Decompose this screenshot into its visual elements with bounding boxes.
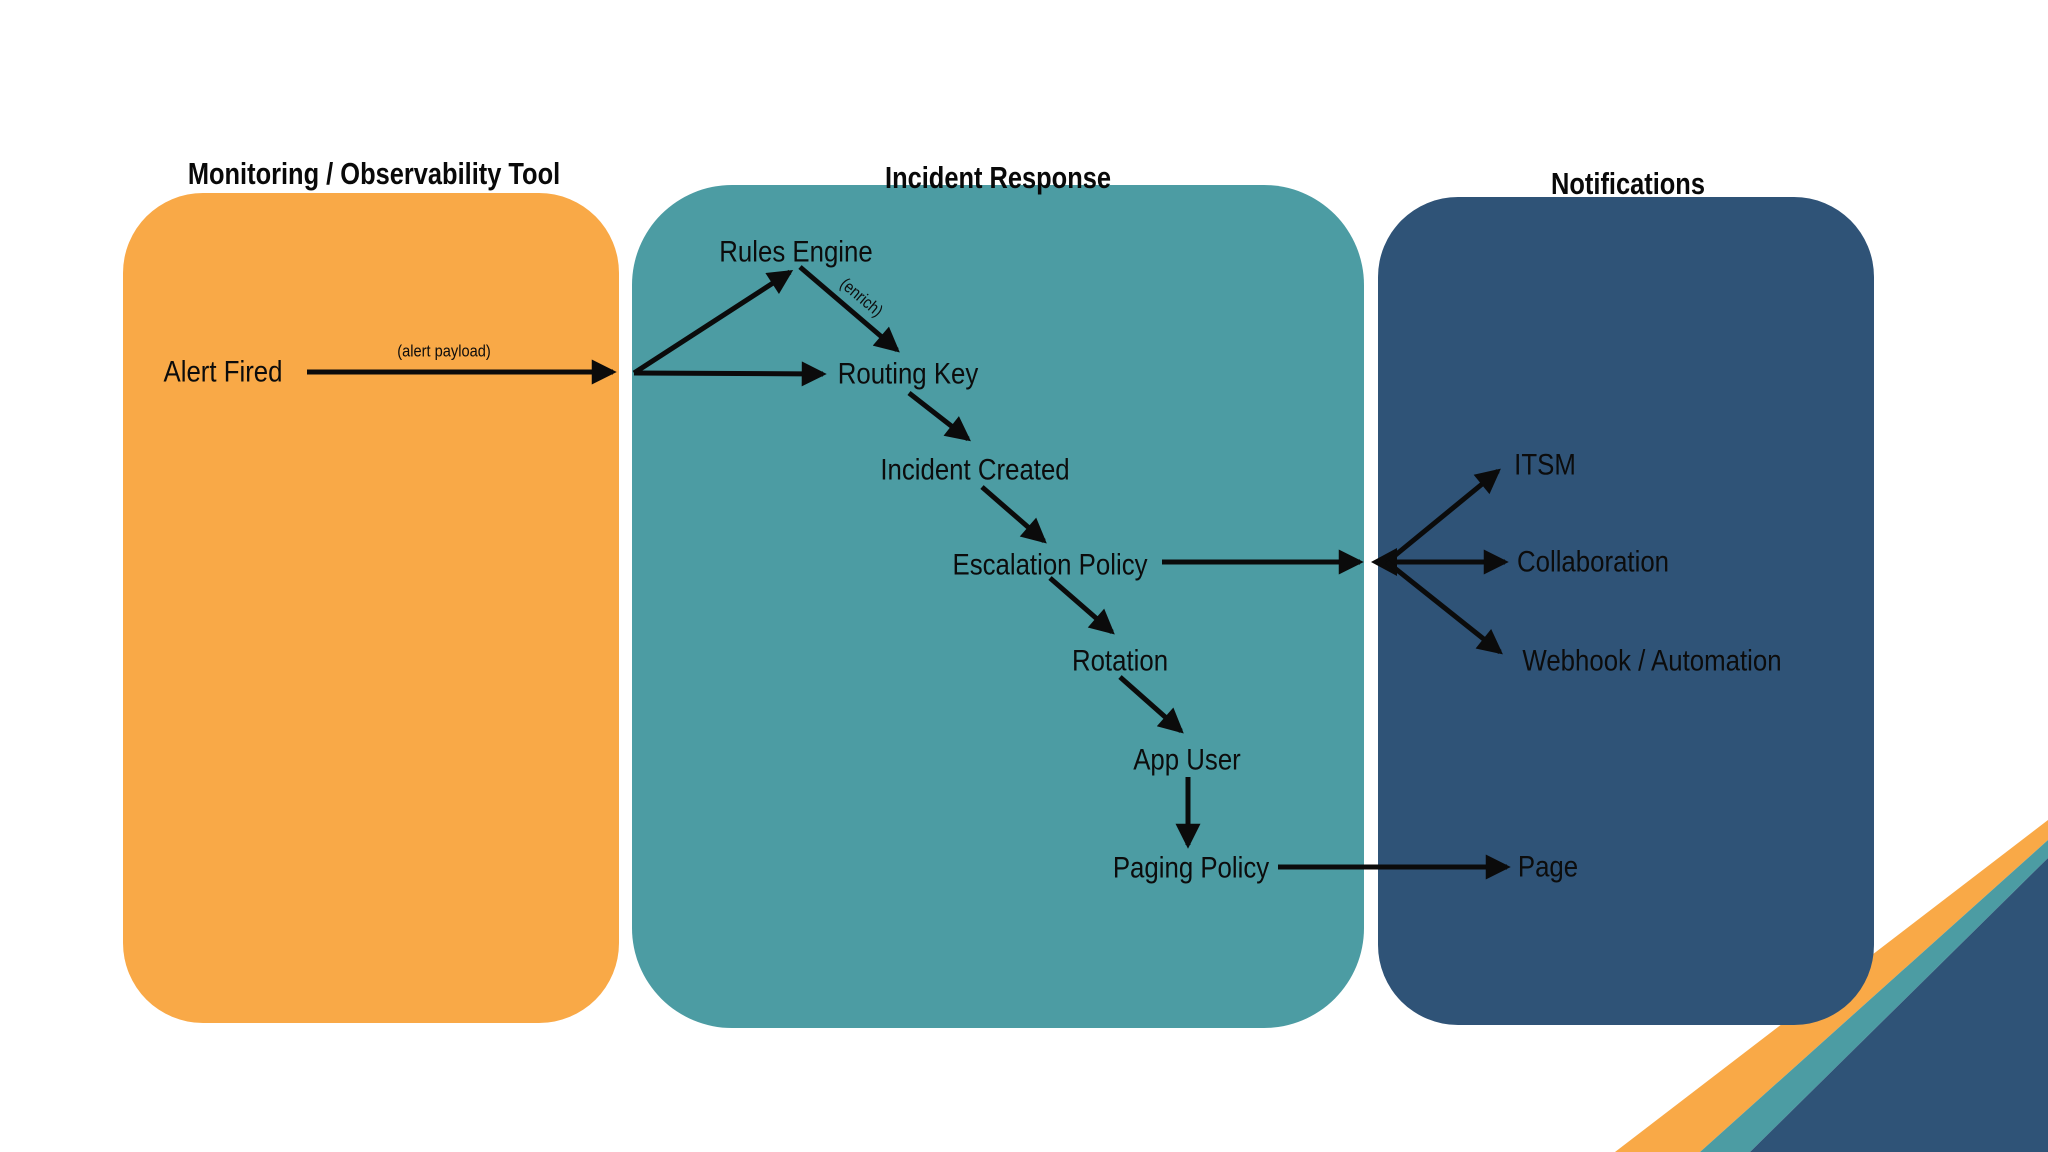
panel-notifications — [1378, 197, 1874, 1025]
column-title-notifications: Notifications — [1551, 166, 1705, 201]
edge-rotation-to-app-user — [1118, 675, 1184, 734]
node-webhook-automation: Webhook / Automation — [1522, 644, 1782, 678]
edge-junction-to-rules-engine — [632, 269, 794, 376]
edge-incident-created-to-escalation-policy — [980, 485, 1047, 544]
decor-triangle-navy — [1750, 858, 2048, 1152]
node-app-user: App User — [1133, 743, 1241, 777]
node-alert-fired: Alert Fired — [163, 355, 283, 389]
node-page: Page — [1517, 850, 1579, 884]
decor-stripe-teal — [1700, 840, 2048, 1152]
edge-fan-to-itsm — [1385, 468, 1501, 564]
node-escalation-policy: Escalation Policy — [952, 548, 1148, 582]
panel-monitoring-tool — [123, 193, 619, 1023]
edge-label-alert-payload: (alert payload) — [397, 341, 491, 361]
edge-rules-engine-enrich-to-routing-key — [798, 265, 900, 353]
node-collaboration: Collaboration — [1516, 545, 1670, 579]
column-title-incident-response: Incident Response — [885, 160, 1111, 195]
node-incident-created: Incident Created — [880, 453, 1070, 487]
edge-fan-to-webhook-automation — [1385, 560, 1503, 655]
node-routing-key: Routing Key — [837, 357, 979, 391]
column-title-monitoring: Monitoring / Observability Tool — [187, 156, 561, 191]
node-rules-engine: Rules Engine — [719, 235, 873, 269]
edge-escalation-policy-to-rotation — [1048, 576, 1115, 635]
edge-routing-key-to-incident-created — [907, 391, 971, 442]
panel-incident-response — [632, 185, 1364, 1028]
edge-junction-to-routing-key — [633, 361, 827, 387]
node-itsm: ITSM — [1514, 448, 1576, 482]
node-paging-policy: Paging Policy — [1112, 851, 1270, 885]
node-rotation: Rotation — [1071, 644, 1169, 678]
fan-origin-arrowhead — [1371, 548, 1397, 576]
